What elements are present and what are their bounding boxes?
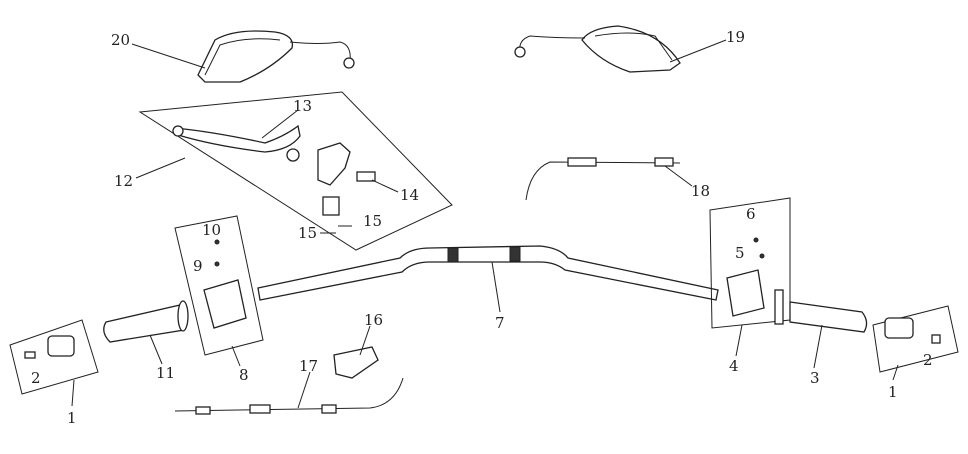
lever-assembly-plate <box>138 91 453 251</box>
callout-19: 19 <box>726 28 745 46</box>
cable-18 <box>525 157 681 201</box>
callout-9: 9 <box>193 257 203 275</box>
callout-18: 18 <box>691 182 710 200</box>
callout-17: 17 <box>299 357 318 375</box>
callout-3: 3 <box>810 369 820 387</box>
right-bar-end-plate <box>872 305 959 373</box>
leader-lines <box>71 39 899 409</box>
callout-20: 20 <box>111 31 130 49</box>
callout-labels: 20 19 13 12 14 18 10 9 15 15 6 5 16 7 8 … <box>31 28 933 427</box>
callout-4: 4 <box>729 357 739 375</box>
callout-15a: 15 <box>363 212 382 230</box>
callout-16: 16 <box>364 311 383 329</box>
callout-7: 7 <box>495 314 505 332</box>
callout-5: 5 <box>735 244 745 262</box>
right-mirror <box>514 25 681 73</box>
callout-14: 14 <box>400 186 419 204</box>
right-grip <box>774 289 868 333</box>
callout-2-left: 2 <box>31 369 41 387</box>
callout-13: 13 <box>293 97 312 115</box>
cable-guide-16 <box>333 346 379 379</box>
handlebar <box>257 245 719 301</box>
callout-15b: 15 <box>298 224 317 242</box>
callout-1-right: 1 <box>888 383 898 401</box>
left-mirror <box>197 30 355 83</box>
callout-2-right: 2 <box>923 351 933 369</box>
left-switch-plate <box>174 215 264 356</box>
callout-1-left: 1 <box>67 409 77 427</box>
left-bar-end-plate <box>9 319 99 395</box>
clutch-cable-17 <box>174 377 404 415</box>
callout-12: 12 <box>114 172 133 190</box>
callout-11: 11 <box>156 364 175 382</box>
callout-6: 6 <box>746 205 756 223</box>
callout-8: 8 <box>239 366 249 384</box>
left-grip <box>103 300 189 343</box>
callout-10: 10 <box>202 221 221 239</box>
